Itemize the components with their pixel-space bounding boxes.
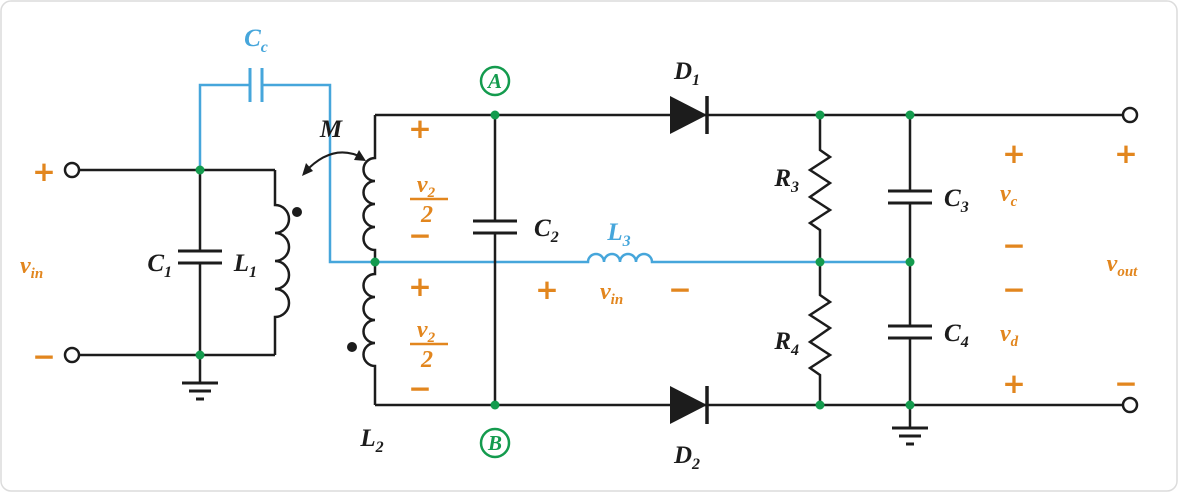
capacitor-c3 (888, 115, 932, 262)
d1-triangle (670, 96, 707, 134)
r3-label: R3 (773, 165, 799, 196)
coupling-arrowhead-left (302, 163, 313, 176)
l1-phase-dot (292, 207, 302, 217)
node-a-badge: A (479, 65, 511, 97)
l2-phase-dot (347, 342, 357, 352)
node-b-label: B (487, 431, 502, 455)
junction-dot (195, 165, 205, 175)
r4-label: R4 (773, 328, 799, 359)
wire-cc-left (198, 83, 250, 170)
d1-label: D1 (673, 58, 700, 89)
c1-label: C1 (147, 250, 172, 281)
terminal-input-plus (63, 161, 81, 179)
mid-minus-sign: − (668, 273, 691, 306)
l2-label: L2 (359, 425, 383, 456)
junction-dot (905, 110, 915, 120)
l1-label: L1 (233, 250, 257, 281)
m-label: M (319, 116, 343, 143)
junction-dot (195, 350, 205, 360)
vd-label: vd (1000, 321, 1019, 350)
input-plus-sign: + (32, 155, 55, 188)
cc-label: Cc (244, 25, 268, 56)
vd-minus-sign: − (1002, 273, 1025, 306)
resistor-r4 (807, 262, 833, 405)
d2-triangle (670, 386, 707, 424)
diode-d2 (670, 386, 709, 424)
junction-dots (195, 110, 915, 410)
diode-d1 (670, 96, 709, 134)
v2-half-label-top: v2 2 (410, 172, 448, 228)
capacitor-c2 (473, 115, 517, 405)
l2-coil (362, 115, 377, 405)
d2-label: D2 (673, 442, 700, 473)
v2-half-label-bottom: v2 2 (410, 317, 448, 373)
vin-source-label: vin (20, 253, 43, 282)
c4-label: C4 (944, 320, 969, 351)
c1-plates (178, 249, 222, 265)
junction-dot (490, 110, 500, 120)
ground-right-bars (892, 426, 928, 446)
terminal-output-minus (1121, 396, 1139, 414)
vout-plus-sign: + (1114, 137, 1137, 170)
c3-plates (888, 189, 932, 205)
vin-mid-label: vin (600, 279, 623, 308)
junction-dot (905, 257, 915, 267)
resistor-r3 (807, 115, 833, 262)
capacitor-c4 (888, 262, 932, 405)
v2-half-top-numerator: v2 (417, 172, 436, 201)
vc-label: vc (1000, 181, 1018, 210)
winding-bottom-minus-sign: − (408, 372, 431, 405)
main-wires (79, 113, 1123, 407)
c3-label: C3 (944, 185, 969, 216)
inductor-l3 (375, 252, 910, 264)
vout-label: vout (1107, 251, 1138, 280)
winding-bottom-plus-sign: + (408, 270, 431, 303)
c2-plates (473, 219, 517, 235)
node-b-badge: B (479, 427, 511, 459)
ground-left-bars (182, 381, 218, 401)
v2-half-top-denominator: 2 (420, 202, 433, 228)
capacitor-c1 (178, 170, 222, 355)
v2-half-bottom-numerator: v2 (417, 317, 436, 346)
coupling-arrowhead-right (354, 150, 366, 161)
l1-coil (273, 170, 291, 355)
r3-zigzag (807, 115, 833, 262)
winding-top-minus-sign: − (408, 219, 431, 252)
node-a-circle (479, 65, 511, 97)
terminal-output-plus (1121, 106, 1139, 124)
input-minus-sign: − (32, 340, 55, 373)
node-b-circle (479, 427, 511, 459)
vc-minus-sign: − (1002, 229, 1025, 262)
junction-dot (490, 400, 500, 410)
junction-dot (815, 110, 825, 120)
junction-dot (905, 400, 915, 410)
junction-dot (370, 257, 380, 267)
junction-dot (815, 400, 825, 410)
inductor-l1 (273, 170, 291, 355)
junction-dot (815, 257, 825, 267)
l3-label: L3 (606, 219, 630, 250)
ground-left (182, 355, 218, 401)
winding-top-plus-sign: + (408, 112, 431, 145)
terminals (63, 106, 1139, 414)
coupling-net (198, 68, 910, 264)
wire-cc-right (262, 83, 375, 264)
v2-half-bottom-denominator: 2 (420, 347, 433, 373)
vc-plus-sign: + (1002, 137, 1025, 170)
mid-plus-sign: + (535, 273, 558, 306)
c4-plates (888, 324, 932, 340)
node-a-label: A (486, 69, 502, 93)
terminal-input-minus (63, 346, 81, 364)
vout-minus-sign: − (1114, 367, 1137, 400)
c2-label: C2 (534, 215, 559, 246)
inductor-l2 (362, 115, 377, 405)
r4-zigzag (807, 262, 833, 405)
vd-plus-sign: + (1002, 367, 1025, 400)
mutual-coupling-arrow (302, 150, 366, 176)
